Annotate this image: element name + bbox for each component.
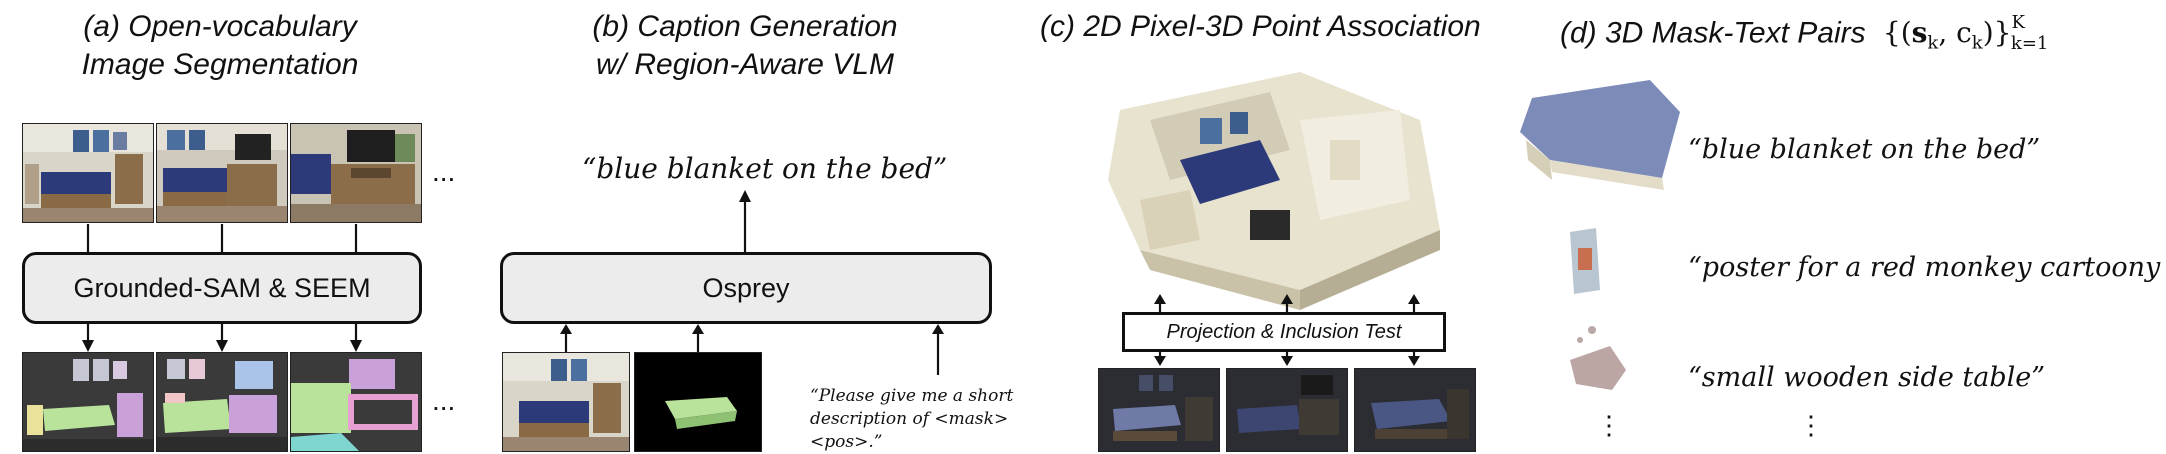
projection-view-2 — [1226, 368, 1348, 452]
input-image-3 — [290, 123, 422, 223]
osprey-text-prompt: “Please give me a short description of <… — [810, 386, 1014, 452]
panel-b-title: (b) Caption Generation w/ Region-Aware V… — [592, 10, 898, 81]
scene-point-cloud — [1108, 72, 1440, 310]
more-masks-ellipsis: ... — [432, 385, 456, 416]
projection-inclusion-test-box: Projection & Inclusion Test — [1122, 312, 1446, 352]
grounded-sam-seem-box: Grounded-SAM & SEEM — [22, 252, 422, 324]
osprey-input-mask — [634, 352, 762, 452]
input-image-1 — [22, 123, 154, 223]
panel-d-title: (d) 3D Mask-Text Pairs {(sk, ck)}Kk=1 — [1560, 8, 2160, 63]
more-objects-ellipsis: ⋮ — [1596, 410, 1622, 440]
mask-image-2 — [156, 352, 288, 452]
more-captions-ellipsis: ⋮ — [1798, 410, 1824, 440]
pair-caption-2: “poster for a red monkey cartoony show” — [1688, 252, 2166, 283]
panel-b-caption: “blue blanket on the bed” — [582, 152, 948, 185]
panel-a-title: (a) Open-vocabulary Image Segmentation — [81, 10, 359, 81]
input-image-2 — [156, 123, 288, 223]
projection-view-1 — [1098, 368, 1220, 452]
mask-object-poster — [1570, 228, 1600, 294]
mask-image-1 — [22, 352, 154, 452]
panel-c-title: (c) 2D Pixel-3D Point Association — [1040, 10, 1481, 43]
mask-image-3 — [290, 352, 422, 452]
mask-object-blanket — [1520, 80, 1680, 190]
osprey-input-image — [502, 352, 630, 452]
osprey-box: Osprey — [500, 252, 992, 324]
more-images-ellipsis: ... — [432, 156, 456, 187]
pair-caption-1: “blue blanket on the bed” — [1688, 134, 2041, 165]
projection-view-3 — [1354, 368, 1476, 452]
mask-text-pair-formula: {(sk, ck)}Kk=1 — [1882, 12, 2049, 54]
pair-caption-3: “small wooden side table” — [1688, 362, 2046, 393]
mask-object-side-table — [1570, 326, 1626, 390]
